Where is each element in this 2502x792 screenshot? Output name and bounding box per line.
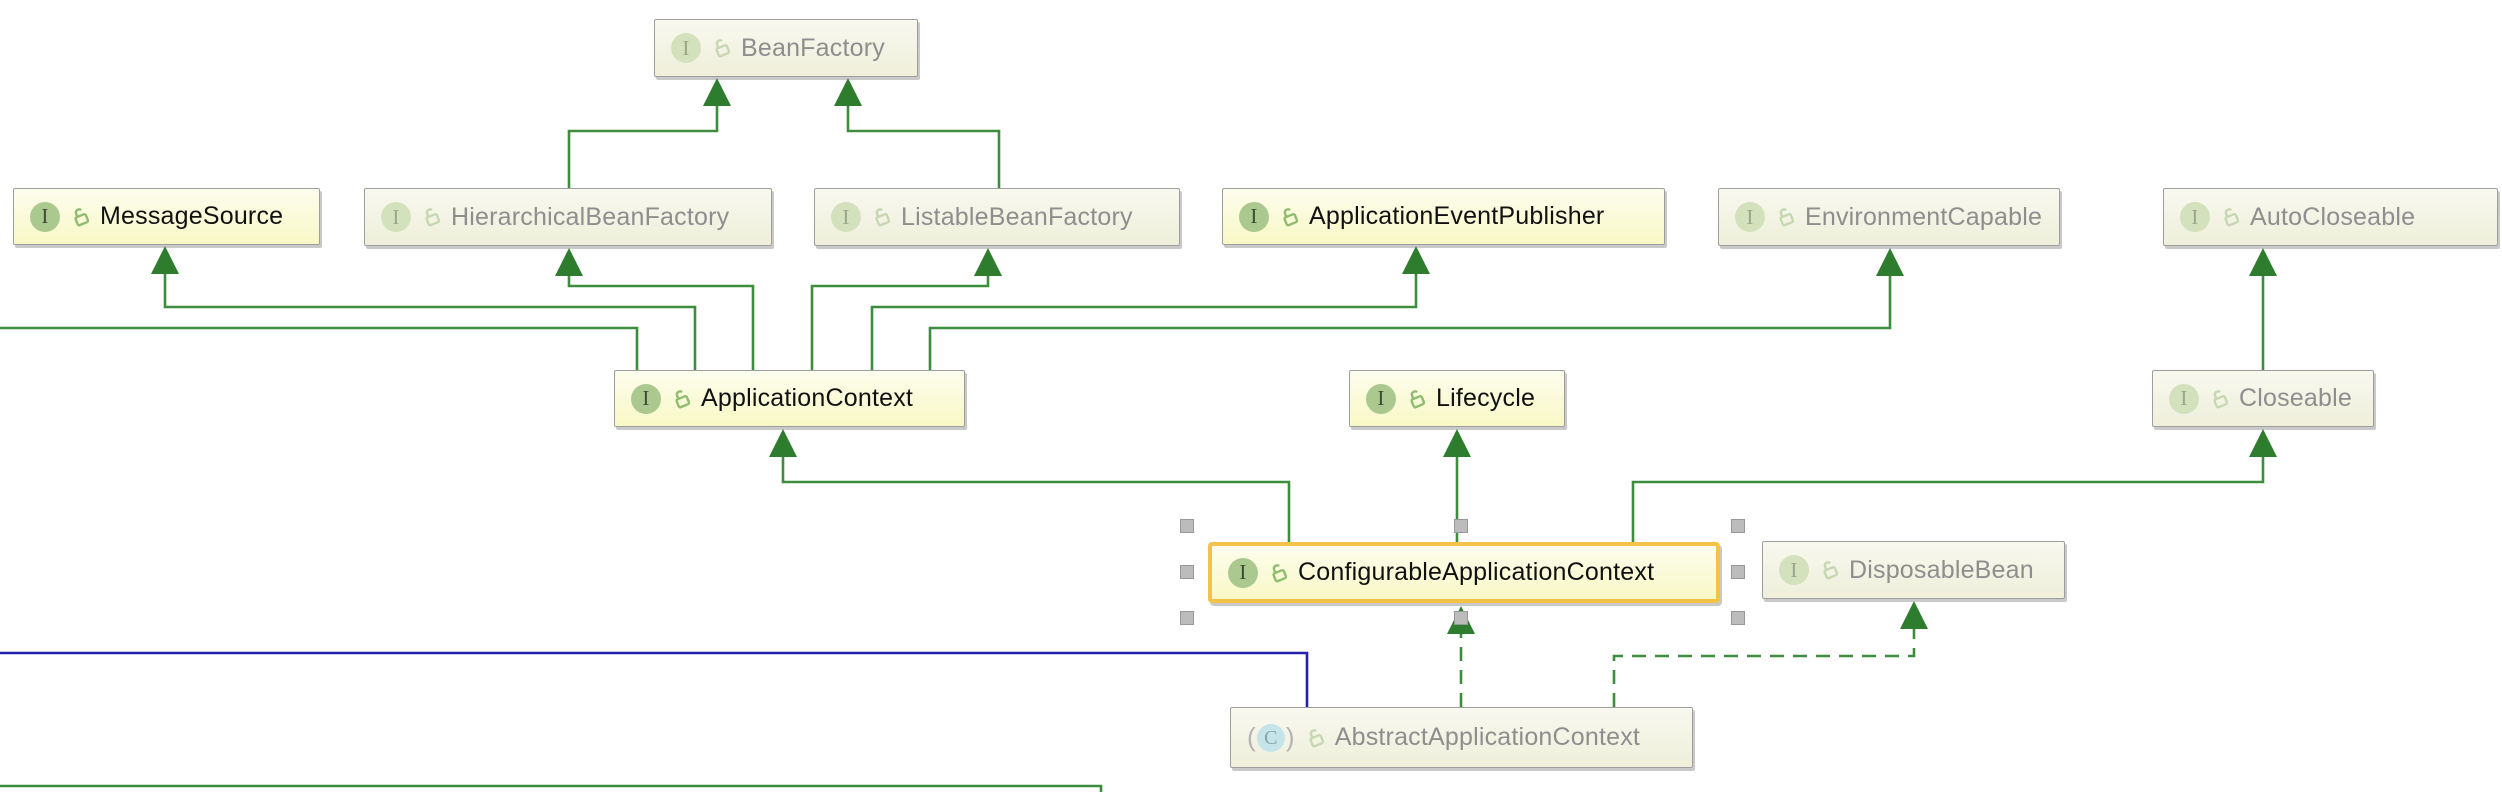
edge-applicationcontext-applicationeventpublisher	[870, 273, 1418, 370]
arrowhead-lifecycle	[1443, 429, 1471, 457]
arrowhead-messagesource	[151, 246, 179, 274]
node-autocloseable[interactable]: I AutoCloseable	[2163, 188, 2498, 246]
lock-icon	[2224, 208, 2240, 227]
node-label: DisposableBean	[1849, 555, 2034, 584]
edge-abstractapplicationcontext-disposablebean	[1612, 628, 1916, 707]
arrowhead-applicationeventpublisher	[1402, 246, 1430, 274]
node-abstractapplicationcontext[interactable]: (C) AbstractApplicationContext	[1230, 707, 1693, 768]
lock-icon	[875, 208, 891, 227]
lock-icon	[2213, 389, 2229, 408]
node-label: BeanFactory	[741, 33, 885, 62]
interface-icon: I	[631, 383, 661, 414]
interface-icon: I	[2180, 202, 2210, 232]
edge-configurableapplicationcontext-applicationcontext	[781, 456, 1291, 542]
interface-icon: I	[1779, 555, 1809, 585]
node-label: ApplicationContext	[701, 384, 914, 412]
node-label: AbstractApplicationContext	[1334, 723, 1641, 751]
edge-applicationcontext-listablebeanfactory	[810, 275, 990, 370]
selection-handle[interactable]	[1180, 611, 1194, 625]
node-environmentcapable[interactable]: I EnvironmentCapable	[1718, 188, 2060, 246]
edge-hierarchicalbeanfactory-beanfactory	[567, 105, 719, 188]
node-listablebeanfactory[interactable]: I ListableBeanFactory	[814, 188, 1180, 246]
node-label: EnvironmentCapable	[1805, 202, 2043, 231]
node-configurableapplicationcontext[interactable]: I ConfigurableApplicationContext	[1208, 542, 1720, 603]
edge-applicationcontext-environmentcapable	[928, 275, 1892, 370]
lock-icon	[1272, 563, 1288, 582]
arrowhead-autocloseable	[2249, 248, 2277, 276]
interface-icon: I	[1735, 202, 1765, 232]
lock-icon	[1410, 389, 1426, 408]
node-applicationeventpublisher[interactable]: I ApplicationEventPublisher	[1222, 188, 1665, 245]
edge-abstractapplicationcontext-offscreen-left	[0, 651, 1309, 707]
interface-icon: I	[1239, 201, 1269, 232]
node-label: HierarchicalBeanFactory	[451, 202, 730, 231]
arrowhead-beanfactory-left	[703, 78, 731, 106]
node-label: ConfigurableApplicationContext	[1298, 558, 1655, 586]
node-label: AutoCloseable	[2250, 202, 2416, 231]
arrowhead-closeable	[2249, 429, 2277, 457]
lock-icon	[1283, 207, 1299, 226]
node-beanfactory[interactable]: I BeanFactory	[654, 19, 918, 77]
node-messagesource[interactable]: I MessageSource	[13, 188, 320, 245]
arrowhead-beanfactory-right	[834, 78, 862, 106]
arrowhead-environmentcapable	[1876, 248, 1904, 276]
arrowhead-hierarchicalbeanfactory	[555, 248, 583, 276]
interface-icon: I	[831, 202, 861, 232]
selection-handle[interactable]	[1731, 611, 1745, 625]
abstract-class-icon: (C)	[1247, 722, 1295, 753]
arrowhead-listablebeanfactory	[974, 248, 1002, 276]
node-label: MessageSource	[100, 202, 284, 230]
selection-handle[interactable]	[1180, 519, 1194, 533]
node-closeable[interactable]: I Closeable	[2152, 370, 2374, 427]
paren-close: )	[1285, 722, 1295, 752]
lock-icon	[1823, 561, 1839, 580]
interface-icon: I	[671, 33, 701, 63]
selection-handle[interactable]	[1180, 565, 1194, 579]
arrowhead-applicationcontext	[769, 429, 797, 457]
node-label: Closeable	[2239, 384, 2352, 412]
arrowhead-disposablebean	[1900, 601, 1928, 629]
node-hierarchicalbeanfactory[interactable]: I HierarchicalBeanFactory	[364, 188, 772, 246]
edge-applicationcontext-messagesource	[163, 273, 697, 370]
interface-icon: I	[381, 202, 411, 232]
lock-icon	[1779, 208, 1795, 227]
selection-handle[interactable]	[1454, 519, 1468, 533]
edge-listablebeanfactory-beanfactory	[846, 105, 1001, 188]
lock-icon	[74, 207, 90, 226]
edge-offscreen-bottom-left	[0, 784, 1103, 792]
interface-icon: I	[1366, 383, 1396, 414]
edge-configurableapplicationcontext-closeable	[1631, 456, 2265, 542]
paren-open: (	[1247, 722, 1256, 752]
node-label: Lifecycle	[1436, 384, 1536, 412]
node-disposablebean[interactable]: I DisposableBean	[1762, 541, 2065, 599]
node-label: ApplicationEventPublisher	[1309, 202, 1605, 230]
lock-icon	[715, 39, 731, 58]
interface-icon: I	[2169, 383, 2199, 414]
lock-icon	[425, 208, 441, 227]
selection-handle[interactable]	[1731, 519, 1745, 533]
node-applicationcontext[interactable]: I ApplicationContext	[614, 370, 965, 427]
lock-icon	[675, 389, 691, 408]
node-lifecycle[interactable]: I Lifecycle	[1349, 370, 1565, 427]
edge-applicationcontext-offscreen-left	[0, 326, 639, 370]
node-label: ListableBeanFactory	[901, 202, 1133, 231]
interface-icon: I	[1228, 557, 1258, 588]
selection-handle[interactable]	[1731, 565, 1745, 579]
interface-icon: I	[30, 201, 60, 232]
class-icon: C	[1256, 723, 1285, 752]
edge-applicationcontext-hierarchicalbeanfactory	[567, 275, 755, 370]
lock-icon	[1309, 728, 1324, 747]
selection-handle[interactable]	[1454, 611, 1468, 625]
